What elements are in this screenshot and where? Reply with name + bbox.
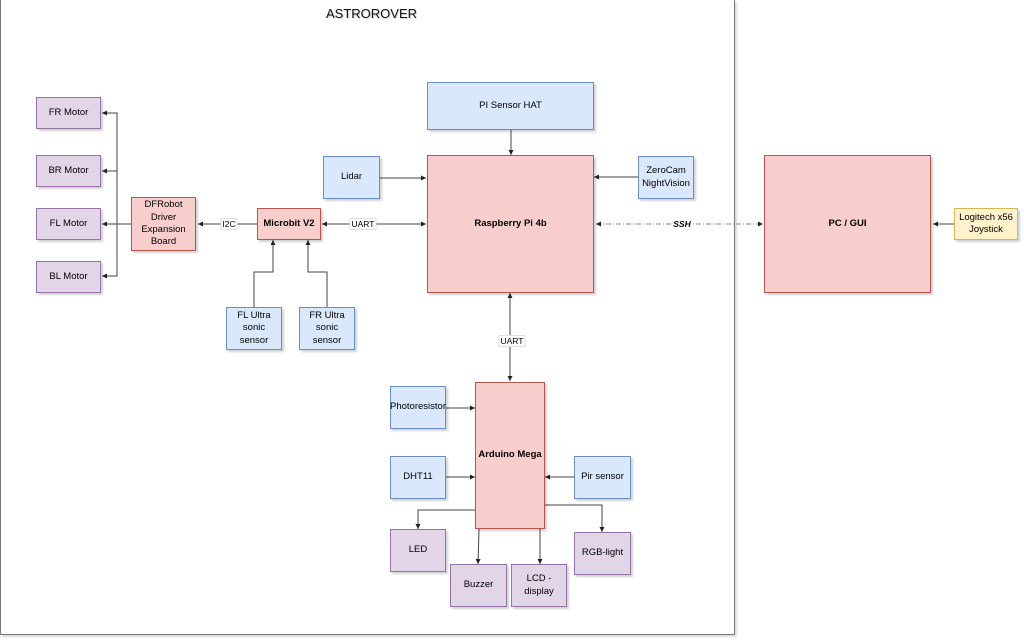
microbit-node[interactable]: Microbit V2 bbox=[257, 208, 321, 240]
buzzer-node[interactable]: Buzzer bbox=[450, 564, 507, 607]
raspberry-pi-node[interactable]: Raspberry Pi 4b bbox=[427, 155, 594, 293]
astrorover-container bbox=[0, 0, 735, 635]
pi-sensor-hat-node[interactable]: PI Sensor HAT bbox=[427, 82, 594, 130]
br-motor-node[interactable]: BR Motor bbox=[36, 155, 101, 187]
fl-ultrasonic-node[interactable]: FL Ultra sonic sensor bbox=[226, 307, 282, 350]
arduino-mega-node[interactable]: Arduino Mega bbox=[475, 382, 545, 529]
lidar-node[interactable]: Lidar bbox=[323, 156, 380, 199]
container-title: ASTROROVER bbox=[326, 6, 418, 21]
bl-motor-node[interactable]: BL Motor bbox=[36, 261, 101, 293]
pir-sensor-node[interactable]: Pir sensor bbox=[574, 456, 631, 499]
joystick-node[interactable]: Logitech x56 Joystick bbox=[954, 208, 1018, 240]
rgb-light-node[interactable]: RGB-light bbox=[574, 532, 631, 575]
pc-gui-node[interactable]: PC / GUI bbox=[764, 155, 931, 293]
dfrobot-driver-node[interactable]: DFRobot Driver Expansion Board bbox=[131, 197, 196, 251]
fr-motor-node[interactable]: FR Motor bbox=[36, 97, 101, 129]
fr-ultrasonic-node[interactable]: FR Ultra sonic sensor bbox=[299, 307, 355, 350]
dht11-node[interactable]: DHT11 bbox=[390, 456, 446, 499]
edge-label-ssh: SSH bbox=[672, 219, 692, 229]
fl-motor-node[interactable]: FL Motor bbox=[36, 208, 101, 240]
edge-label-uart-arduino: UART bbox=[498, 335, 526, 347]
edge-label-i2c: I2C bbox=[220, 218, 238, 230]
edge-label-uart-microbit: UART bbox=[349, 218, 377, 230]
photoresistor-node[interactable]: Photoresistor bbox=[390, 386, 446, 429]
led-node[interactable]: LED bbox=[390, 529, 446, 572]
lcd-display-node[interactable]: LCD - display bbox=[511, 564, 567, 607]
zerocam-node[interactable]: ZeroCam NightVision bbox=[638, 156, 694, 199]
